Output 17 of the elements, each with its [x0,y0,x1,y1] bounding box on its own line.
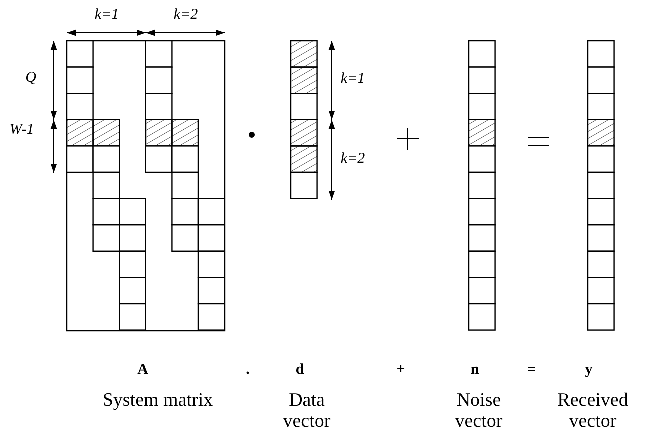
description-label: Data vector [282,390,332,432]
dimension-label: Q [26,70,36,87]
symbol-label: n [470,362,480,379]
symbol-label: . [246,362,250,379]
description-label: Noise vector [454,390,504,432]
dimension-label: k=1 [340,71,366,88]
description-label: Received vector [556,390,630,432]
dimension-label: k=2 [340,151,366,168]
dimension-label: k=1 [94,7,120,24]
description-label: System matrix [102,390,214,411]
dimension-label: k=2 [174,7,198,24]
symbol-label: A [138,362,148,379]
symbol-label: = [528,362,536,379]
symbol-label: d [296,362,304,379]
dimension-label: W-1 [10,122,34,139]
symbol-label: + [396,362,406,379]
symbol-label: y [585,362,593,379]
